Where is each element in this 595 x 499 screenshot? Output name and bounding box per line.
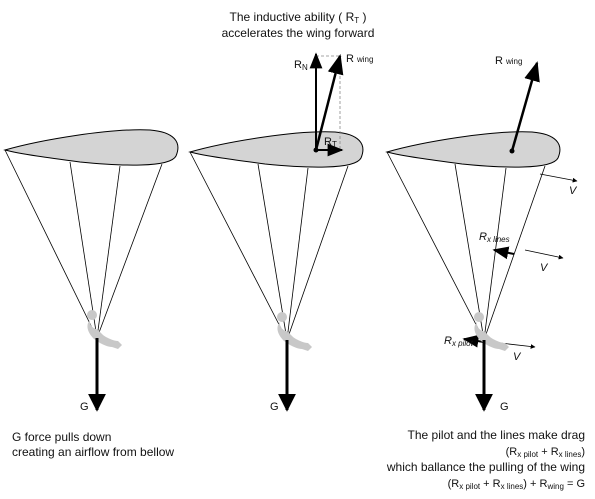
caption-right-line-3: which ballance the pulling of the wing — [386, 460, 585, 474]
rx-lines-arrow — [492, 246, 515, 260]
center-of-pressure — [509, 148, 515, 154]
center-of-pressure — [313, 147, 319, 153]
caption-right-line-4: (Rx pilot + Rx lines) + Rwing = G — [448, 478, 585, 491]
caption-right-line-2: (Rx pilot + Rx lines) — [506, 446, 585, 459]
label-g: G — [270, 401, 279, 413]
label-rx-lines: Rx lines — [479, 231, 510, 244]
caption-right-line-1: The pilot and the lines make drag — [408, 428, 585, 442]
label-rx-pilot: Rx pilot — [444, 335, 474, 348]
rx-pilot-arrow — [462, 334, 485, 348]
title-line-2: accelerates the wing forward — [222, 26, 375, 40]
caption-left-line-2: creating an airflow from bellow — [12, 445, 174, 459]
suspension-lines — [386, 151, 546, 341]
caption-right: The pilot and the lines make drag (Rx pi… — [386, 428, 585, 491]
caption-left: G force pulls down creating an airflow f… — [12, 430, 174, 459]
label-g: G — [500, 401, 509, 413]
title: The inductive ability ( RT ) accelerates… — [222, 10, 375, 40]
rwing-arrow — [314, 54, 344, 151]
label-g: G — [80, 401, 89, 413]
caption-left-line-1: G force pulls down — [12, 430, 111, 444]
label-rt: RT — [324, 136, 337, 149]
rwing-arrow — [510, 61, 540, 152]
label-v: V — [540, 262, 549, 274]
airflow-arrow — [524, 249, 564, 260]
title-line-1: The inductive ability ( RT ) — [230, 10, 367, 25]
airflow-arrow — [539, 173, 578, 183]
wing-airfoil — [385, 131, 561, 168]
wing-airfoil — [3, 129, 179, 166]
label-rn: RN — [294, 59, 308, 72]
airflow-arrow — [499, 342, 536, 349]
pilot-silhouette — [87, 310, 123, 349]
panel-left: G — [3, 129, 179, 413]
suspension-lines — [189, 151, 349, 341]
suspension-lines — [4, 149, 163, 339]
label-v: V — [569, 185, 578, 197]
label-v: V — [513, 351, 522, 363]
